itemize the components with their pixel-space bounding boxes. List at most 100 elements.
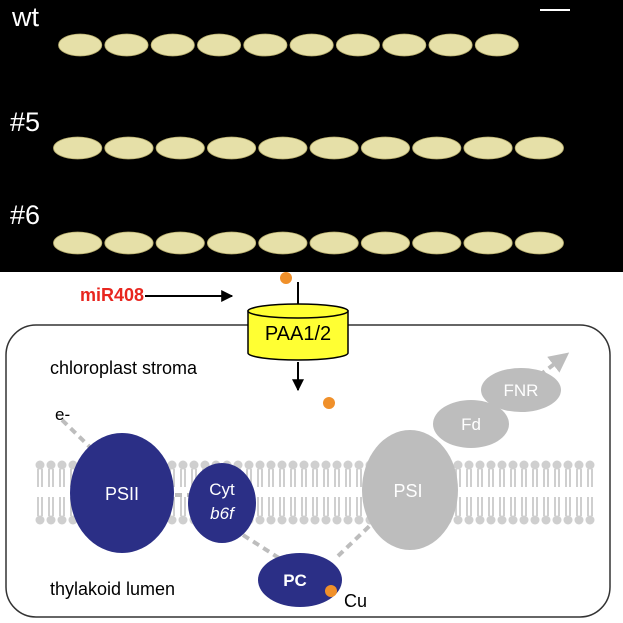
- lipid-head: [189, 460, 199, 470]
- lipid-head: [57, 515, 67, 525]
- lipid-head: [497, 460, 507, 470]
- grain-rows: [53, 33, 564, 255]
- rice-grain: [335, 33, 381, 57]
- lipid-head: [266, 460, 276, 470]
- rice-grain: [207, 231, 257, 255]
- lipid-head: [519, 515, 529, 525]
- fd-label: Fd: [461, 415, 481, 434]
- lipid-head: [552, 460, 562, 470]
- chloroplast-diagram: miR408 PAA1/2 chloroplast stroma thylako…: [5, 272, 611, 618]
- transporter-label: PAA1/2: [265, 323, 331, 345]
- rice-grain: [412, 231, 462, 255]
- lipid-head: [255, 515, 265, 525]
- lipid-head: [178, 515, 188, 525]
- rice-grain: [150, 33, 195, 57]
- lipid-head: [178, 460, 188, 470]
- mir408-label: miR408: [80, 285, 144, 305]
- lipid-head: [497, 515, 507, 525]
- lipid-head: [35, 515, 45, 525]
- copper-ion-pc: [325, 585, 337, 597]
- rice-grain: [463, 231, 513, 255]
- rice-grain: [53, 231, 103, 255]
- lipid-head: [354, 460, 364, 470]
- electron-label: e-: [55, 405, 70, 424]
- psii-complex: [70, 433, 174, 553]
- row-label-6: #6: [10, 200, 40, 230]
- rice-grain: [289, 33, 334, 57]
- psii-label: PSII: [105, 484, 139, 504]
- rice-grain: [258, 136, 308, 160]
- lipid-head: [541, 460, 551, 470]
- rice-grain: [360, 231, 411, 255]
- lipid-head: [475, 515, 485, 525]
- rice-grain: [360, 136, 411, 160]
- b6f-label: b6f: [210, 504, 236, 523]
- rice-grain: [53, 136, 103, 160]
- rice-grain: [412, 136, 462, 160]
- lipid-head: [35, 460, 45, 470]
- psi-complex: [362, 430, 458, 550]
- stroma-label: chloroplast stroma: [50, 358, 198, 378]
- paa-transporter: PAA1/2: [247, 282, 349, 392]
- rice-grain: [155, 136, 205, 160]
- rice-grain: [197, 33, 242, 57]
- rice-grain: [258, 231, 308, 255]
- lipid-head: [288, 515, 298, 525]
- copper-ion-outside: [280, 272, 292, 284]
- lipid-head: [343, 515, 353, 525]
- lipid-head: [46, 460, 56, 470]
- rice-grain: [463, 136, 513, 160]
- rice-grain: [207, 136, 257, 160]
- lipid-head: [464, 515, 474, 525]
- lipid-head: [332, 460, 342, 470]
- lipid-head: [508, 460, 518, 470]
- lipid-head: [321, 515, 331, 525]
- lipid-head: [453, 515, 463, 525]
- lipid-head: [475, 460, 485, 470]
- lipid-head: [310, 515, 320, 525]
- row-label-wt: wt: [11, 2, 39, 32]
- lipid-head: [167, 515, 177, 525]
- rice-grain: [104, 136, 154, 160]
- rice-grain: [428, 33, 473, 57]
- lipid-head: [321, 460, 331, 470]
- lipid-head: [486, 460, 496, 470]
- rice-grain: [474, 33, 519, 57]
- lipid-head: [299, 460, 309, 470]
- lipid-head: [541, 515, 551, 525]
- rice-grain: [382, 33, 427, 57]
- lipid-head: [343, 460, 353, 470]
- lipid-head: [299, 515, 309, 525]
- rice-grain: [155, 231, 205, 255]
- lipid-head: [486, 515, 496, 525]
- rice-grain: [243, 33, 288, 57]
- lipid-head: [354, 515, 364, 525]
- fnr-enzyme: [481, 368, 561, 412]
- lipid-head: [332, 515, 342, 525]
- lipid-head: [574, 460, 584, 470]
- rice-grain: [58, 33, 103, 57]
- lipid-head: [508, 515, 518, 525]
- lipid-head: [46, 515, 56, 525]
- cyt-b6f-complex: [188, 463, 256, 543]
- lipid-head: [266, 515, 276, 525]
- lipid-head: [453, 460, 463, 470]
- lipid-head: [277, 515, 287, 525]
- lipid-head: [519, 460, 529, 470]
- lipid-head: [530, 515, 540, 525]
- lipid-head: [167, 460, 177, 470]
- lipid-head: [310, 460, 320, 470]
- pc-label: PC: [283, 571, 307, 590]
- lipid-head: [563, 460, 573, 470]
- copper-ion-stroma: [323, 397, 335, 409]
- ferredoxin: [433, 400, 509, 448]
- fnr-output-arrow: [538, 352, 570, 377]
- rice-grain: [514, 231, 564, 255]
- cyt-to-pc-path: [241, 533, 284, 562]
- lipid-head: [552, 515, 562, 525]
- lipid-head: [574, 515, 584, 525]
- lipid-head: [530, 460, 540, 470]
- lipid-head: [255, 460, 265, 470]
- transporter-cylinder-top: [247, 303, 349, 319]
